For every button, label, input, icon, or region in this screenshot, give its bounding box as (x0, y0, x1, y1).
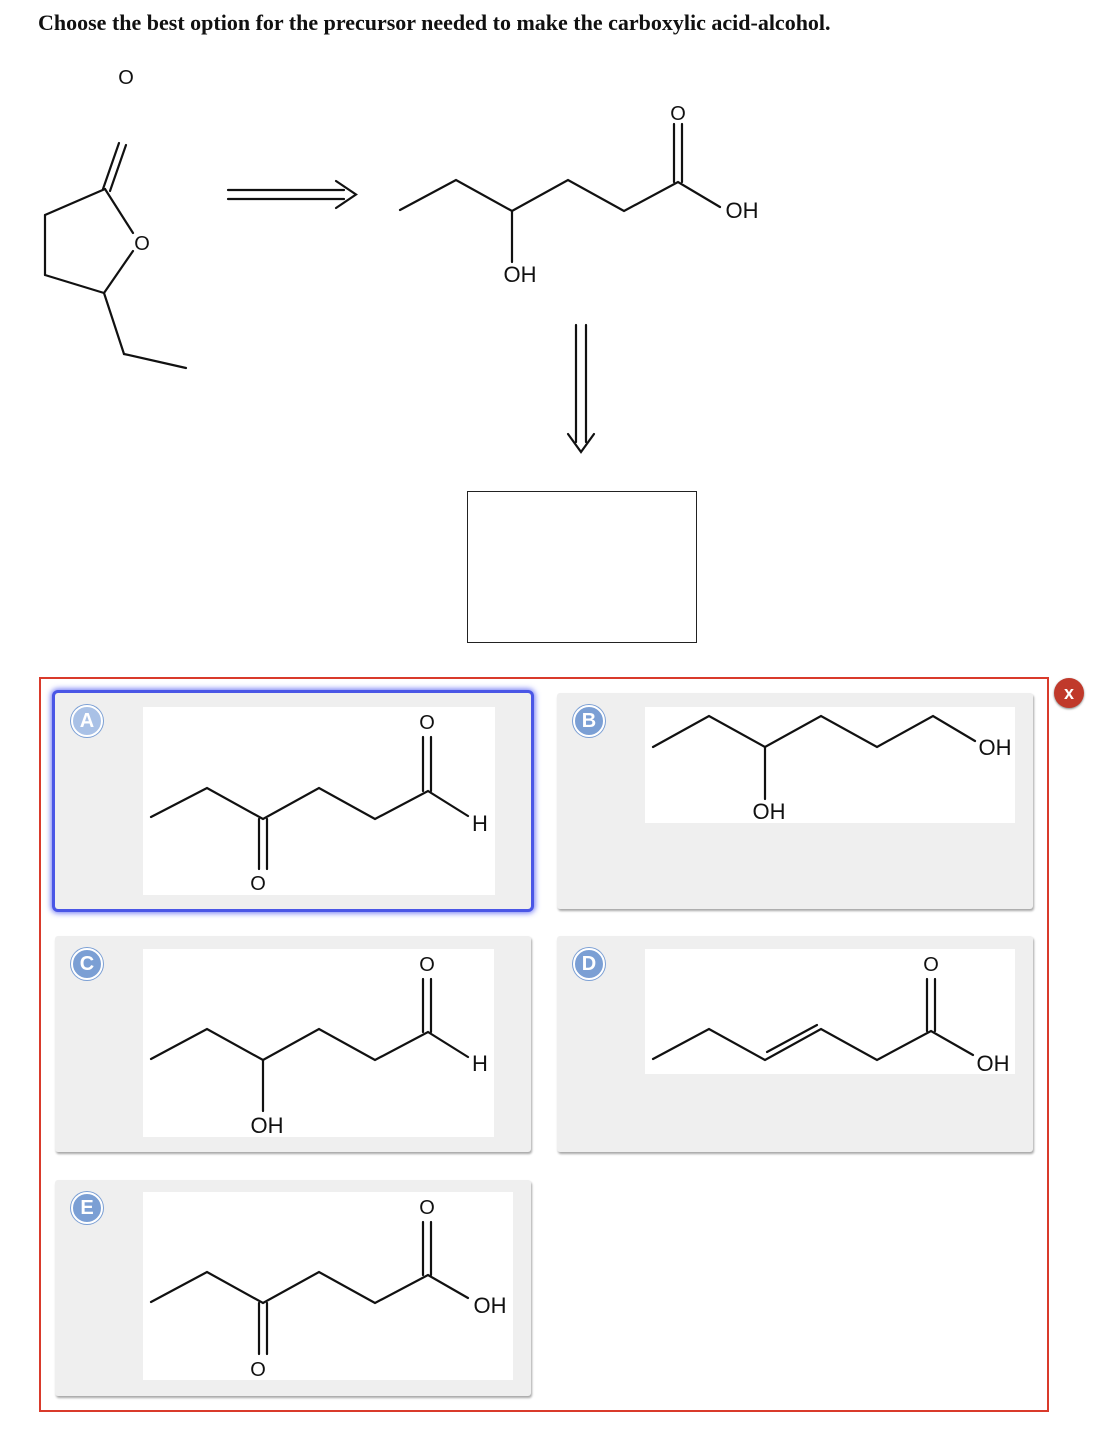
structure-image: OH OH (645, 707, 1015, 823)
option-badge: C (71, 948, 103, 980)
svg-text:OH: OH (977, 1051, 1010, 1074)
carbonyl-bond (108, 143, 128, 193)
option-badge: A (71, 705, 103, 737)
carbonyl-bond (101, 141, 121, 191)
option-e[interactable]: E O OH O (55, 1180, 531, 1396)
answer-drop-box[interactable] (467, 491, 697, 643)
retro-arrow-head (566, 432, 596, 454)
options-frame (39, 677, 1049, 1412)
option-a[interactable]: A O H O (55, 693, 531, 909)
option-badge: E (71, 1192, 103, 1224)
structure-image: O H O (143, 707, 495, 895)
structure-image: O OH O (143, 1192, 513, 1380)
svg-text:O: O (250, 873, 266, 895)
atom-label: O (118, 67, 134, 89)
ethyl-bond (102, 291, 126, 356)
ring-bond (43, 187, 107, 217)
ring-bond (43, 273, 106, 295)
retro-arrow-head (334, 179, 358, 210)
atom-label: O (134, 233, 150, 255)
structure-image: O OH (645, 949, 1015, 1074)
ring-bond (102, 249, 135, 295)
option-badge: B (573, 705, 605, 737)
atom-label: OH (504, 262, 537, 287)
product-chain (398, 178, 722, 213)
ring-bond (103, 187, 135, 235)
retrosynthesis-scheme: O O O OH OH (43, 67, 759, 454)
svg-text:O: O (419, 954, 435, 976)
svg-text:OH: OH (979, 735, 1012, 760)
svg-text:O: O (419, 712, 435, 734)
atom-label: O (670, 103, 686, 125)
svg-text:H: H (472, 1051, 488, 1076)
option-d[interactable]: D O OH (557, 936, 1033, 1152)
close-icon[interactable]: x (1054, 678, 1084, 708)
ethyl-bond (122, 352, 188, 370)
svg-text:O: O (419, 1197, 435, 1219)
svg-text:OH: OH (251, 1113, 284, 1137)
svg-text:OH: OH (474, 1293, 507, 1318)
structure-image: O H OH (143, 949, 494, 1137)
option-badge: D (573, 948, 605, 980)
question-text: Choose the best option for the precursor… (38, 10, 831, 35)
svg-text:O: O (923, 954, 939, 976)
atom-label: OH (726, 198, 759, 223)
option-c[interactable]: C O H OH (55, 936, 531, 1152)
option-b[interactable]: B OH OH (557, 693, 1033, 909)
svg-text:O: O (250, 1359, 266, 1380)
svg-text:H: H (472, 811, 488, 836)
svg-text:OH: OH (753, 799, 786, 823)
